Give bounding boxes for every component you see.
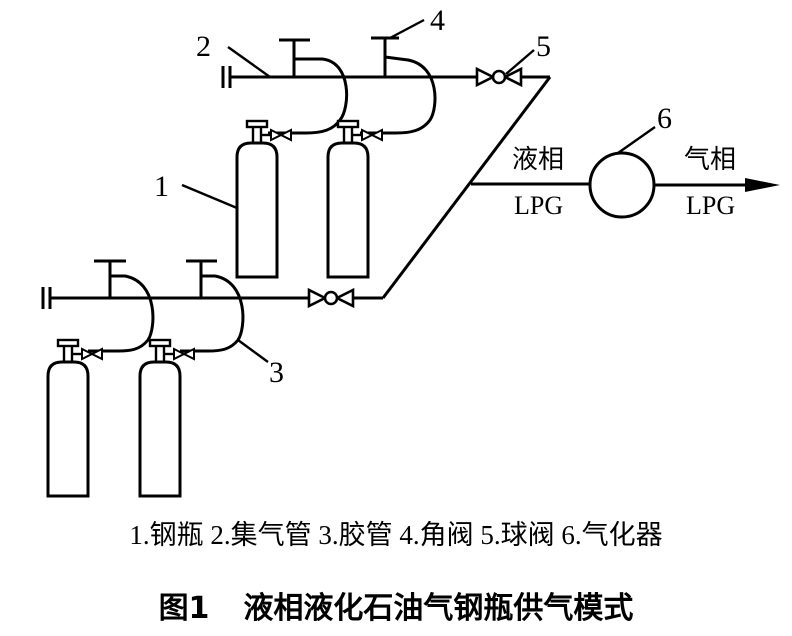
leader-6 <box>617 126 656 154</box>
figure-number: 图1 <box>158 591 210 626</box>
upper-hose-1 <box>268 57 349 135</box>
lower-angle-valve-2[interactable] <box>186 259 217 298</box>
lower-angle-valve-1[interactable] <box>94 259 126 298</box>
label-6: 6 <box>657 102 672 135</box>
gas-lpg-label: LPG <box>686 191 735 220</box>
label-3: 3 <box>269 356 284 389</box>
leader-4 <box>389 18 425 40</box>
upper-cylinder-2 <box>326 119 384 279</box>
label-4: 4 <box>430 4 445 37</box>
label-1: 1 <box>154 170 169 203</box>
upper-manifold-group <box>221 36 550 279</box>
leader-3 <box>237 339 269 363</box>
lpg-supply-diagram: 1 2 3 4 5 6 液相 LPG 气相 LPG <box>41 4 780 498</box>
label-2: 2 <box>196 30 211 63</box>
lower-hose-1 <box>88 274 155 353</box>
upper-ball-valve[interactable] <box>475 67 523 87</box>
lower-cylinder-2 <box>138 338 196 498</box>
lower-ball-valve[interactable] <box>307 288 355 308</box>
riser-pipe <box>381 76 552 299</box>
leader-5 <box>505 49 535 75</box>
lower-cylinder-1 <box>46 338 104 498</box>
lower-hose-2 <box>180 274 245 353</box>
gas-phase-label: 气相 <box>684 145 736 174</box>
upper-hose-2 <box>360 55 437 135</box>
label-5: 5 <box>536 30 551 63</box>
component-legend: 1.钢瓶 2.集气管 3.胶管 4.角阀 5.球阀 6.气化器 <box>129 520 663 550</box>
liquid-phase-label: 液相 <box>512 145 564 174</box>
figure-title: 液相液化石油气钢瓶供气模式 <box>243 591 634 626</box>
leader-2 <box>227 46 271 78</box>
figure-caption: 图1 液相液化石油气钢瓶供气模式 <box>0 583 792 627</box>
lower-manifold-group <box>41 259 383 498</box>
outlet-arrow-icon <box>745 178 780 192</box>
liquid-lpg-label: LPG <box>514 191 563 220</box>
upper-cylinder-1 <box>235 119 293 279</box>
leader-1 <box>181 183 238 210</box>
vaporizer <box>588 151 656 219</box>
